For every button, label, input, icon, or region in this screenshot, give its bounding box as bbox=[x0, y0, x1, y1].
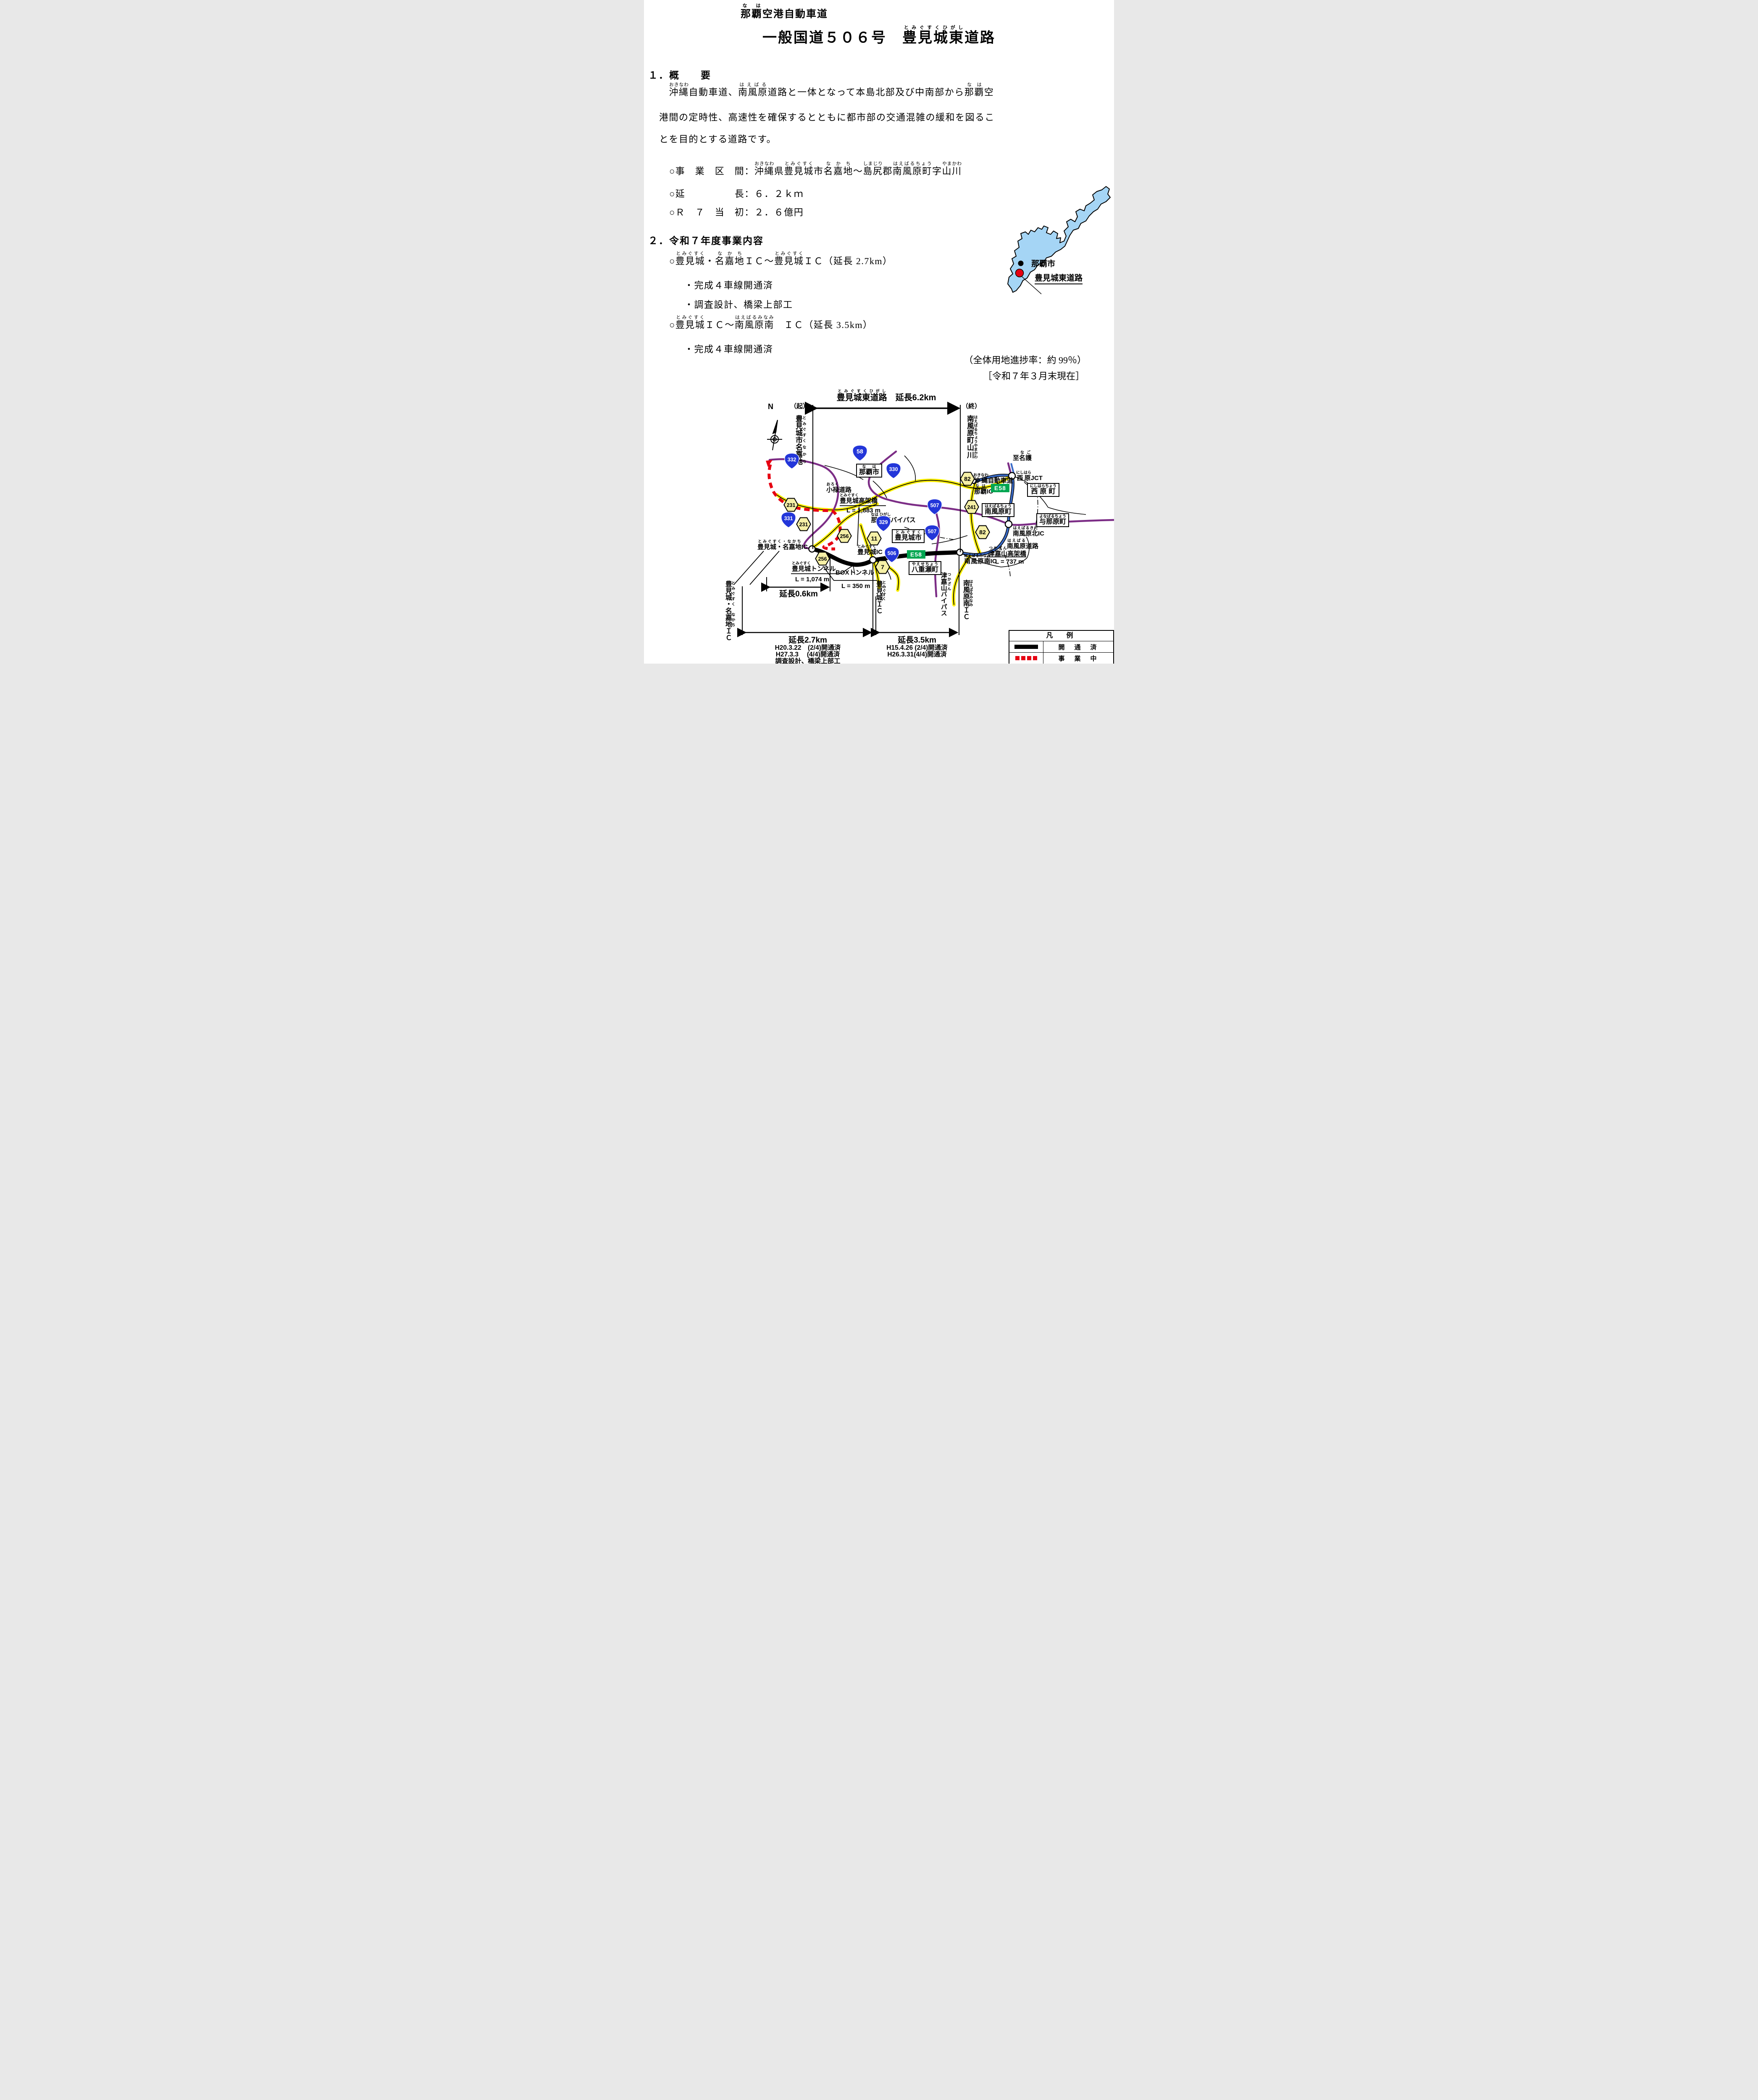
overview-line3: とを目的とする道路です。 bbox=[659, 134, 777, 144]
okinawa-inset-map bbox=[1007, 186, 1111, 294]
inset-leader-line bbox=[1021, 276, 1042, 294]
yellow-roads bbox=[777, 476, 1012, 605]
minor-roads bbox=[824, 455, 1086, 580]
budget-bullet: ○Ｒ ７ 当 初：２．６億円 bbox=[669, 207, 804, 218]
fy-item2: ○豊見城とみぐすくＩＣ～南風原南はえばるみなみ ＩＣ（延長 3.5km） bbox=[669, 315, 873, 330]
length-bullet: ○延 長：６．２ｋｍ bbox=[669, 189, 804, 199]
expressway-title: 那覇な は空港自動車道 bbox=[741, 3, 828, 20]
land-progress-note: （全体用地進捗率：約 99％） bbox=[964, 355, 1086, 365]
legend-open-swatch bbox=[1014, 645, 1038, 649]
route-map-canvas bbox=[733, 402, 1114, 638]
purple-roads bbox=[768, 450, 1114, 598]
overview-line1: 沖縄おきなわ自動車道、南風原はえばる道路と一体となって本島北部及び中南部から那覇… bbox=[669, 82, 994, 97]
legend-row-construction: 事 業 中 bbox=[1009, 652, 1113, 664]
inset-road-label: 豊見城東道路 bbox=[1035, 274, 1083, 285]
section1-heading: １．概 要 bbox=[648, 70, 711, 81]
project-section-bullet: ○事 業 区 間：沖縄おきなわ県豊見城とみぐすく市名嘉地なかち～島尻しまじり郡南… bbox=[669, 161, 962, 176]
naha-city-dot bbox=[1018, 260, 1024, 266]
document-page: 那覇な は空港自動車道 一般国道５０６号 豊見城東とみぐすくひがし道路 １．概 … bbox=[644, 0, 1114, 664]
inset-naha-label: 那覇市 bbox=[1031, 260, 1056, 268]
asof-date-note: ［令和７年３月末現在］ bbox=[983, 371, 1085, 381]
okinawa-island-shape bbox=[1007, 186, 1111, 293]
fy-item1: ○豊見城とみぐすく・名嘉地なかちＩＣ～豊見城とみぐすくＩＣ（延長 2.7km） bbox=[669, 251, 893, 266]
expressway-road bbox=[960, 463, 1015, 554]
legend-construction-swatch bbox=[1015, 656, 1037, 660]
legend-title: 凡 例 bbox=[1009, 631, 1113, 641]
interchange-markers bbox=[808, 472, 1016, 564]
section2-heading: ２．令和７年度事業内容 bbox=[648, 235, 764, 246]
completed-road bbox=[810, 547, 962, 567]
fy-item1-sub2: ・調査設計、橋梁上部工 bbox=[684, 299, 793, 310]
legend-open-label: 開 通 済 bbox=[1058, 643, 1098, 651]
legend-construction-label: 事 業 中 bbox=[1058, 655, 1098, 662]
leader-lines bbox=[733, 505, 1026, 585]
dimension-arrows bbox=[737, 582, 959, 638]
under-construction-arrowhead bbox=[766, 460, 773, 467]
map-legend: 凡 例 開 通 済 事 業 中 bbox=[1009, 630, 1114, 664]
fy-item1-sub1: ・完成４車線開通済 bbox=[684, 280, 773, 291]
legend-row-open: 開 通 済 bbox=[1009, 641, 1113, 652]
page-title: 一般国道５０６号 豊見城東とみぐすくひがし道路 bbox=[762, 25, 996, 46]
overview-line2: 港間の定時性、高速性を確保するとともに都市部の交通混雑の緩和を図るこ bbox=[659, 112, 995, 123]
project-location-dot bbox=[1015, 268, 1024, 278]
under-construction-road bbox=[767, 464, 842, 551]
fy-item2-sub1: ・完成４車線開通済 bbox=[684, 344, 773, 354]
north-compass bbox=[767, 420, 782, 451]
